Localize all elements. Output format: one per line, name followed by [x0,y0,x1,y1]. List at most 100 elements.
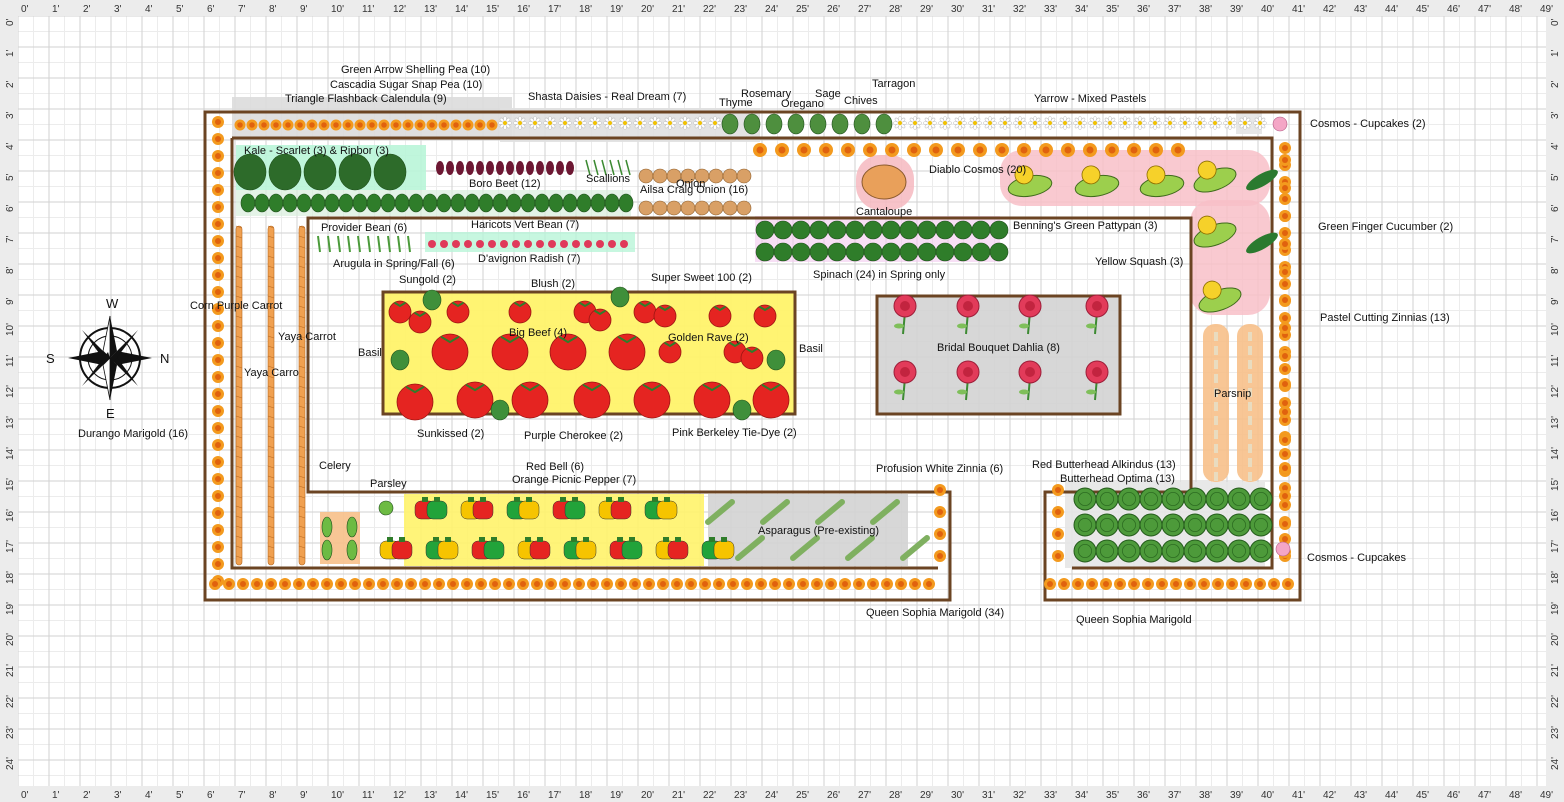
cosmos-icon [1272,116,1288,132]
tomato-icon [608,333,646,371]
marigold-icon [426,119,438,131]
lettuce-icon [1227,539,1251,563]
leaf-icon [604,193,620,213]
ruler-top-label: 39' [1230,4,1243,15]
lettuce-icon [1249,539,1273,563]
marigold-icon [1279,397,1291,409]
ruler-bottom-label: 39' [1230,790,1243,801]
daisy-icon [908,116,922,130]
arugula-icon [367,235,371,253]
leaf-icon [346,539,358,561]
marigold-icon [366,119,378,131]
ruler-bottom-label: 8' [269,790,277,801]
leaf-icon [971,220,991,240]
marigold-icon [839,578,851,590]
marigold-icon [863,143,877,157]
marigold-icon [973,143,987,157]
leaf-icon [321,516,333,538]
arugula-icon [337,235,341,253]
marigold-icon [1052,506,1064,518]
onion-icon [680,200,696,216]
marigold-icon [234,119,246,131]
marigold-icon [1017,143,1031,157]
daisy-icon [983,116,997,130]
leaf-icon [408,193,424,213]
ruler-right-label: 20' [1550,633,1561,646]
leaf-icon [831,113,849,135]
marigold-icon [212,422,224,434]
label-haricots: Haricots Vert Bean (7) [471,219,579,231]
lettuce-icon [1139,487,1163,511]
ruler-bottom-label: 11' [362,790,374,801]
lettuce-icon [1227,487,1251,511]
leaf-icon [875,113,893,135]
ruler-right-label: 1' [1550,49,1561,57]
marigold-icon [1279,406,1291,418]
leaf-icon [422,193,438,213]
dahlia-bed [875,294,1122,416]
marigold-icon [486,119,498,131]
label-dahlia: Bridal Bouquet Dahlia (8) [937,342,1060,354]
ruler-right-label: 22' [1550,695,1561,708]
marigold-icon [671,578,683,590]
label-onion: Onion [676,178,705,190]
arugula-icon [377,235,381,253]
leaf-icon [490,399,510,421]
pepper-icon [610,497,632,520]
ruler-bottom-label: 0' [21,790,29,801]
marigold-icon [405,578,417,590]
squash-icon [1193,160,1237,193]
pepper-icon [391,537,413,560]
ruler-right-label: 10' [1550,323,1561,336]
ruler-top-label: 44' [1385,4,1398,15]
ruler-bottom-label: 21' [672,790,685,801]
ruler-bottom-label: 43' [1354,790,1367,801]
marigold-icon [885,143,899,157]
marigold-icon [841,143,855,157]
daisy-icon [498,116,512,130]
beet-icon [436,161,444,175]
ruler-right-label: 23' [1550,726,1561,739]
pepper-icon [713,537,735,560]
ruler-top-label: 16' [517,4,530,15]
label-radish: D'avignon Radish (7) [478,253,580,265]
radish-icon [536,240,544,248]
scallion-icon [617,159,623,176]
ruler-right-label: 0' [1550,18,1561,26]
ruler-top-label: 33' [1044,4,1057,15]
ruler-left-label: 14' [5,447,16,460]
arugula-icon [387,235,391,253]
leaf-icon [989,220,1009,240]
ruler-top-label: 38' [1199,4,1212,15]
tomato-icon [658,340,682,364]
leaf-icon [338,193,354,213]
label-profusion: Profusion White Zinnia (6) [876,463,1003,475]
ruler-top-label: 43' [1354,4,1367,15]
marigold-icon [212,286,224,298]
tomato-icon [388,300,412,324]
onion-icon [708,200,724,216]
lettuce-icon [1183,513,1207,537]
marigold-icon [1282,578,1294,590]
marigold-icon [934,550,946,562]
ruler-bottom-label: 23' [734,790,747,801]
leaf-icon [562,193,578,213]
daisy-icon [1223,116,1237,130]
ruler-bottom-label: 4' [145,790,153,801]
ruler-right-label: 9' [1550,297,1561,305]
onion-icon [638,200,654,216]
leaf-icon [917,242,937,262]
marigold-icon [462,119,474,131]
dahlia-icon [1018,294,1042,335]
leaf-icon [464,193,480,213]
daisy-icon [1163,116,1177,130]
beet-icon [546,161,554,175]
ruler-top-label: 10' [331,4,344,15]
lettuce-icon [1183,539,1207,563]
daisy-icon [513,116,527,130]
marigold-icon [573,578,585,590]
compass-s: S [46,351,55,366]
label-yaya-carro: Yaya Carro [244,367,299,379]
